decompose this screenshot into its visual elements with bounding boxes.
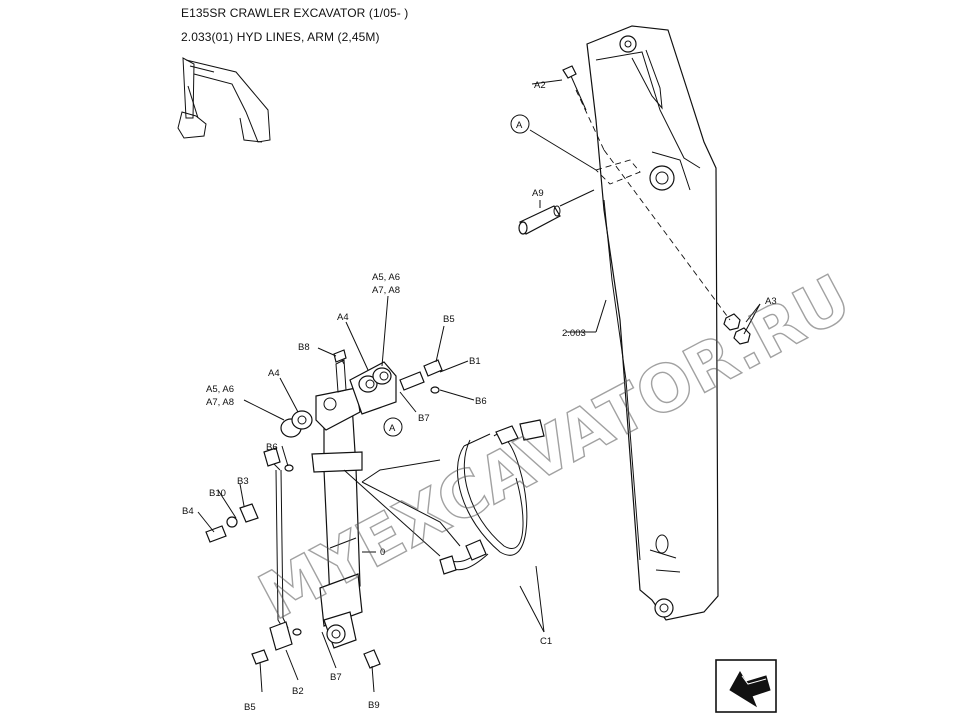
callout-b5-top: B5 xyxy=(443,314,455,325)
reference-lines xyxy=(529,89,731,321)
callout-b3: B3 xyxy=(237,476,249,487)
callout-b2: B2 xyxy=(292,686,304,697)
callout-c1: C1 xyxy=(540,636,552,647)
callout-b4: B4 xyxy=(182,506,194,517)
cylinder-head-fittings xyxy=(280,359,443,472)
callout-item-0: 0 xyxy=(380,547,385,558)
nav-box[interactable] xyxy=(715,659,777,713)
callout-a3: A3 xyxy=(765,296,777,307)
page-title: E135SR CRAWLER EXCAVATOR (1/05- ) xyxy=(181,6,409,20)
pipe-lines xyxy=(205,349,381,669)
callout-a-mid: A xyxy=(389,423,396,434)
callout-a7a8-top: A7, A8 xyxy=(372,285,400,296)
thumbnail-excavator xyxy=(177,57,271,143)
callout-b9: B9 xyxy=(368,700,380,711)
arrow-icon xyxy=(729,671,771,708)
callout-b1: B1 xyxy=(469,356,481,367)
callout-b7-top: B7 xyxy=(418,413,430,424)
arm-cylinder xyxy=(311,359,363,649)
callout-a5a6-left: A5, A6 xyxy=(206,384,234,395)
callout-2003: 2.003 xyxy=(562,328,586,339)
bolt-a2 xyxy=(562,65,587,111)
reference-circle-top: A xyxy=(510,114,530,134)
callout-a9: A9 xyxy=(532,188,544,199)
callout-a4-top: A4 xyxy=(337,312,349,323)
callout-a-top: A xyxy=(516,120,523,131)
page-subtitle: 2.033(01) HYD LINES, ARM (2,45M) xyxy=(181,30,380,44)
callout-b10: B10 xyxy=(209,488,226,499)
callout-b8-top: B8 xyxy=(298,342,310,353)
callout-b7-bottom: B7 xyxy=(330,672,342,683)
nut-a3 xyxy=(723,313,751,345)
callout-b6-left: B6 xyxy=(266,442,278,453)
callout-b5-bottom: B5 xyxy=(244,702,256,713)
leader-lines xyxy=(197,79,761,693)
hoses-c1 xyxy=(439,419,545,575)
callout-a5a6-top: A5, A6 xyxy=(372,272,400,283)
callout-a4-left: A4 xyxy=(268,368,280,379)
arm-assembly xyxy=(586,25,719,621)
callout-b6-top: B6 xyxy=(475,396,487,407)
reference-circle-mid: A xyxy=(383,417,403,437)
callout-a7a8-left: A7, A8 xyxy=(206,397,234,408)
callout-a2: A2 xyxy=(534,80,546,91)
pin-a9 xyxy=(518,205,561,235)
